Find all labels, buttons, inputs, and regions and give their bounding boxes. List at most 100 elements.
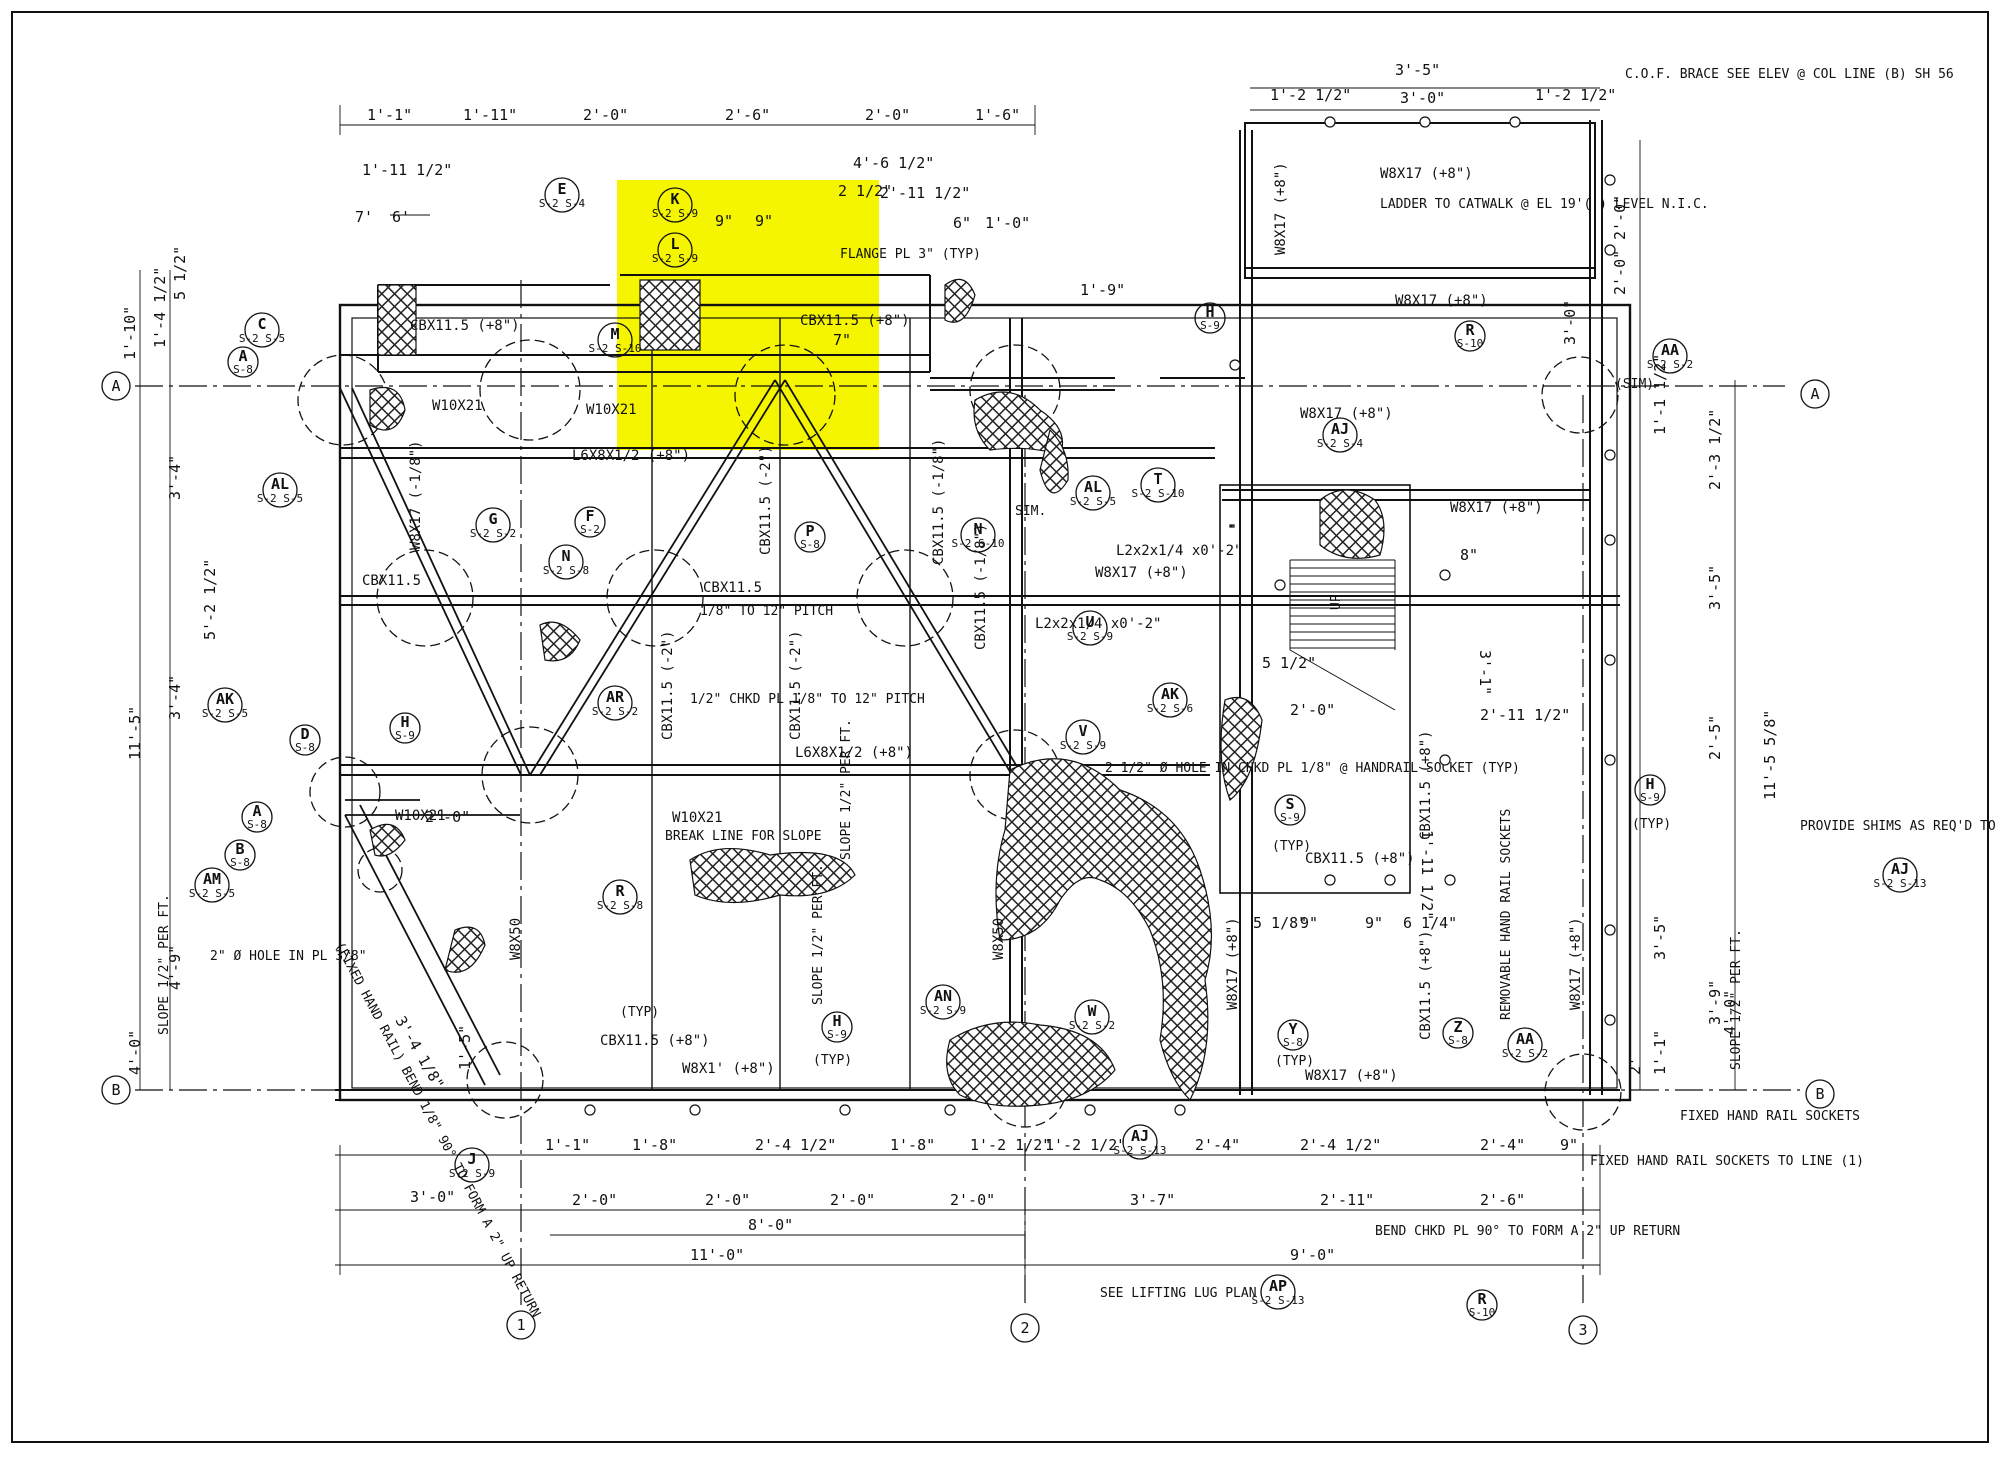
- section-bubble-ref: S-2 S-2: [1069, 1019, 1115, 1032]
- dim-bottom-9: 9": [1560, 1136, 1578, 1154]
- section-bubble-letter: A: [238, 347, 247, 365]
- grid-label-2: 2: [1020, 1319, 1029, 1337]
- section-bubble: N S-2 S-8: [543, 544, 589, 580]
- dim-right-5: 3'-5": [1706, 565, 1724, 610]
- section-bubble-letter: Z: [1453, 1018, 1462, 1036]
- section-bubble-ref: S-2 S-4: [539, 197, 586, 210]
- member-label-13: CBX11.5 (+8"): [1305, 851, 1415, 867]
- dim-bottom-15: 3'-7": [1130, 1191, 1175, 1209]
- note-typ-2: (TYP): [1272, 839, 1311, 854]
- dim-right-top-2: 3'-0": [1400, 89, 1445, 107]
- section-bubble-ref: S-10: [1469, 1306, 1496, 1319]
- dim-inner-9: 5 1/8": [1253, 914, 1307, 932]
- section-bubble-ref: S-8: [800, 538, 820, 551]
- section-bubble-letter: E: [557, 180, 566, 198]
- section-bubble-ref: S-2 S-9: [449, 1167, 495, 1180]
- member-label-9: CBX11.5 (-1/8"): [931, 439, 947, 565]
- section-bubble: H S-9: [1634, 774, 1666, 806]
- section-bubble-letter: M: [610, 325, 619, 343]
- section-bubble: R S-10: [1466, 1289, 1498, 1321]
- section-bubble-ref: S-2 S-2: [592, 705, 638, 718]
- dim-bottom-5: 1'-2 1/2": [1045, 1136, 1126, 1154]
- note-slope-left: SLOPE 1/2" PER FT.: [157, 894, 172, 1035]
- section-bubble-ref: S-2 S-13: [1252, 1294, 1305, 1307]
- section-bubble: H S-9: [389, 712, 421, 744]
- note-handrail-socket: 2 1/2" Ø HOLE IN CHKD PL 1/8" @ HANDRAIL…: [1105, 761, 1520, 776]
- note-flange: FLANGE PL 3" (TYP): [840, 247, 981, 262]
- section-bubble: AA S-2 S-2: [1647, 338, 1693, 374]
- section-bubble: L S-2 S-9: [652, 232, 698, 268]
- member-label-14: CBX11.5 (+8"): [1418, 730, 1434, 840]
- member-label-28: W8X50: [991, 918, 1007, 960]
- section-bubble: H S-9: [1194, 302, 1226, 334]
- section-bubble-ref: S-2 S-8: [543, 564, 589, 577]
- member-label-25: W8X17 (+8"): [1568, 917, 1584, 1010]
- section-bubble-ref: S-2 S-5: [257, 492, 303, 505]
- dim-top-16: 1'-9": [1080, 281, 1125, 299]
- dim-inner-10: 5 1/2": [1262, 654, 1316, 672]
- dim-bottom-1: 1'-8": [632, 1136, 677, 1154]
- section-bubble: M S-2 S-10: [589, 322, 641, 358]
- section-bubble-letter: R: [615, 882, 625, 900]
- note-slope-right: SLOPE 1/2" PER FT.: [1729, 929, 1744, 1070]
- section-bubble: AL S-2 S-5: [257, 472, 303, 508]
- section-bubble-letter: H: [400, 713, 409, 731]
- dim-right-top-3: 1'-2 1/2": [1535, 86, 1616, 104]
- dim-bottom-11: 2'-0": [572, 1191, 617, 1209]
- section-bubble-ref: S-2 S-9: [652, 252, 698, 265]
- grid-label-b-left: B: [111, 1081, 120, 1099]
- dim-right-12: 2': [1626, 1057, 1644, 1075]
- section-bubble-ref: S-2 S-5: [239, 332, 285, 345]
- note-sim-2: SIM.: [1015, 504, 1046, 519]
- section-bubble: AN S-2 S-9: [920, 984, 966, 1020]
- member-label-16: W8X17 (-1/8"): [408, 440, 424, 550]
- member-label-22: W8X17 (+8"): [1305, 1068, 1398, 1084]
- section-bubble: J S-2 S-9: [449, 1147, 495, 1183]
- member-label-text: W10X21 W10X21 W10X21 CBX11.5 (+8") CBX11…: [362, 162, 1584, 1084]
- note-removable-sockets: REMOVABLE HAND RAIL SOCKETS: [1499, 809, 1514, 1020]
- handrail-sockets: [584, 116, 1616, 1116]
- dim-bottom-20: 9'-0": [1290, 1246, 1335, 1264]
- member-label-6: CBX11.5: [703, 580, 762, 596]
- dim-right-4: 2'-3 1/2": [1706, 409, 1724, 490]
- note-typ-3: (TYP): [1275, 1054, 1314, 1069]
- grid-bubbles: A A B B 1 2 3: [101, 371, 1835, 1345]
- section-bubble-letter: AA: [1661, 341, 1679, 359]
- dim-left-0: 1'-10": [121, 306, 139, 360]
- section-bubble: AK S-2 S-6: [1147, 682, 1193, 718]
- section-bubble-ref: S-2 S-5: [1070, 495, 1116, 508]
- dim-top-7: 1'-0": [985, 214, 1030, 232]
- dim-bottom-19: 11'-0": [690, 1246, 744, 1264]
- dim-top-12: 2'-11 1/2": [880, 184, 970, 202]
- member-label-26: W8X1' (+8"): [682, 1061, 775, 1077]
- dim-top-1: 1'-11": [463, 106, 517, 124]
- section-bubble-letter: AK: [216, 690, 234, 708]
- note-typ-5: (TYP): [620, 1005, 659, 1020]
- member-label-4: CBX11.5 (+8"): [800, 313, 910, 329]
- section-bubble: C S-2 S-5: [239, 312, 285, 348]
- dim-inner-7: 9": [1365, 914, 1383, 932]
- dim-top-5: 1'-6": [975, 106, 1020, 124]
- dim-right-10: 4'-0": [1721, 990, 1739, 1035]
- dim-inner-8: 6 1/4": [1403, 914, 1457, 932]
- section-bubble: A S-8: [241, 801, 273, 833]
- section-bubble-letter: H: [832, 1012, 841, 1030]
- dim-left-4: 5'-2 1/2": [201, 559, 219, 640]
- section-bubble: AK S-2 S-5: [202, 687, 248, 723]
- note-pitch-1: 1/8" TO 12" PITCH: [700, 604, 833, 619]
- member-label-27: W8X50: [508, 918, 524, 960]
- section-bubble: AJ S-2 S-4: [1317, 417, 1364, 453]
- member-label-18: W8X17 (+8"): [1395, 293, 1488, 309]
- connection-circles: [297, 339, 1622, 1131]
- dim-inner-3: 3'-1": [1476, 650, 1494, 695]
- grid-label-a-left: A: [111, 377, 120, 395]
- dim-left-1: 1'-4 1/2": [151, 267, 169, 348]
- section-bubble-letter: AL: [1084, 478, 1102, 496]
- dim-inner-1: 2'-0": [1290, 701, 1335, 719]
- section-bubble-letter: AJ: [1891, 860, 1909, 878]
- section-bubble-ref: S-2 S-2: [1647, 358, 1693, 371]
- section-bubble-ref: S-2 S-9: [1060, 739, 1106, 752]
- dim-top-6: 4'-6 1/2": [853, 154, 934, 172]
- section-bubble: N S-2 S-10: [952, 517, 1004, 553]
